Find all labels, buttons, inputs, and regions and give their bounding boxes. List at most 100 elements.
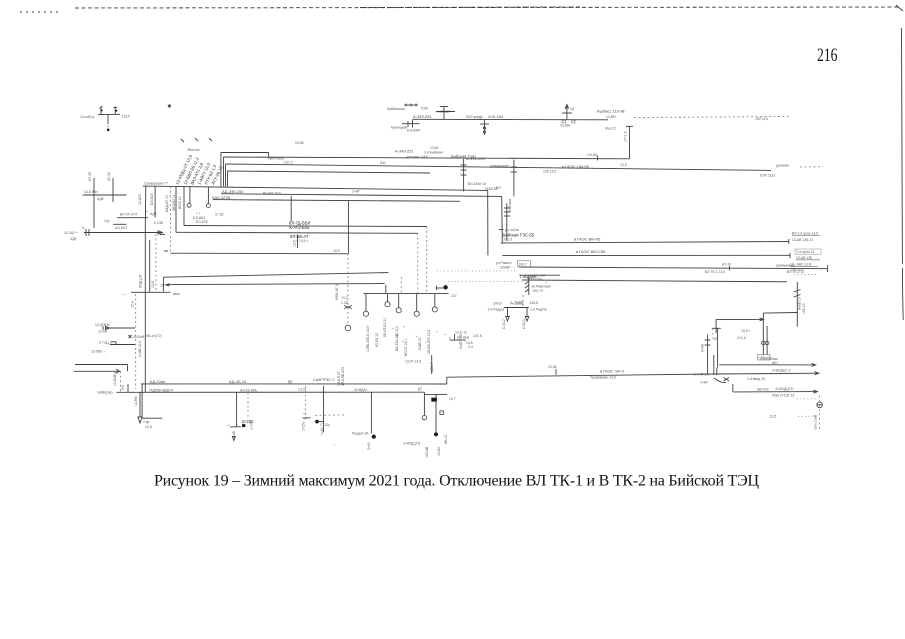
svg-text:+: + [402, 340, 404, 344]
svg-text:1×АТ: 1×АТ [700, 381, 708, 385]
svg-text:Бийская ГЭС-55: Бийская ГЭС-55 [503, 233, 535, 238]
svg-text:СибГРЭС: СибГРЭС [459, 333, 463, 349]
svg-text:А-БВ 13: А-БВ 13 [798, 297, 802, 310]
svg-text:Салаирская 77: Салаирская 77 [144, 181, 168, 185]
svg-text:ДБ: ДБ [288, 380, 293, 384]
svg-text:202-рад1: 202-рад1 [466, 114, 484, 119]
svg-text:12-958 →: 12-958 → [91, 350, 106, 354]
svg-text:1-я Бийская: 1-я Бийская [424, 151, 443, 155]
svg-text:8,9-АБ2: 8,9-АБ2 [193, 216, 205, 220]
svg-text:Рисунок 19 – Зимний максимум 2: Рисунок 19 – Зимний максимум 2021 года. … [154, 473, 759, 490]
svg-text:1,35: 1,35 [341, 301, 348, 305]
svg-text:1А-БЛ-2Т: 1А-БЛ-2Т [337, 371, 341, 386]
svg-text:135 13,5: 135 13,5 [790, 268, 803, 272]
svg-text:12-АБ: 12-АБ [98, 330, 108, 334]
svg-text:220кВт →: 220кВт → [500, 266, 515, 270]
svg-text:2R: 2R [160, 284, 165, 288]
svg-text:НБМ-АТ-3: НБМ-АТ-3 [335, 284, 339, 300]
svg-text:в ГАЭС ВМ-95: в ГАЭС ВМ-95 [574, 237, 601, 242]
svg-text:4Л-БЛВ-АТ5: 4Л-БЛВ-АТ5 [341, 367, 345, 386]
svg-text:сеть 10кВ: сеть 10кВ [814, 414, 818, 430]
svg-text:Мш.С2: Мш.С2 [605, 127, 616, 131]
svg-text:2 ТЭЦ 2: 2 ТЭЦ 2 [99, 341, 112, 345]
svg-text:А-351-253: А-351-253 [466, 156, 485, 161]
svg-text:АВ-12: АВ-12 [444, 434, 448, 444]
svg-text:АТ-3У: АТ-3У [722, 263, 732, 267]
svg-text:ТЭЦ-дсп: ТЭЦ-дсп [520, 274, 537, 279]
svg-text:БЛ-В25: БЛ-В25 [150, 193, 154, 205]
svg-text:13,7: 13,7 [449, 397, 456, 401]
svg-text:в ГАЭС ОМ-95: в ГАЭС ОМ-95 [562, 164, 590, 169]
svg-text:13,5: 13,5 [333, 249, 340, 253]
svg-text:ДТ: ДТ [418, 387, 422, 391]
svg-text:БАБ-АТ26: БАБ-АТ26 [212, 195, 231, 200]
svg-text:ВЛ-Б 12: ВЛ-Б 12 [178, 196, 182, 209]
svg-text:ГЭС-11: ГЭС-11 [759, 356, 770, 360]
svg-text:Б-ЮЗАР: Б-ЮЗАР [407, 129, 421, 133]
svg-text:АТ-32: АТ-32 [107, 172, 111, 181]
svg-text:СТ12у: СТ12у [320, 423, 330, 427]
svg-text:→×: →× [224, 424, 229, 428]
svg-text:БАД-АТ 13: БАД-АТ 13 [165, 195, 169, 212]
svg-text:±: ± [449, 336, 451, 340]
svg-text:0,4: 0,4 [468, 345, 473, 349]
svg-text:АВ-БЛ2 11: АВ-БЛ2 11 [172, 194, 176, 211]
svg-text:размыкание: размыкание [776, 264, 795, 268]
svg-text:АДБ: АДБ [150, 212, 158, 216]
svg-text:13,98: 13,98 [295, 141, 304, 145]
svg-text:АЛ-29-24А: АЛ-29-24А [240, 388, 257, 392]
svg-text:ВЛ ТК-2 13: ВЛ ТК-2 13 [787, 270, 804, 274]
svg-text:ЧДК: ЧДК [70, 237, 77, 241]
svg-text:2×АТ: 2×АТ [352, 189, 360, 193]
svg-text:ВН-ВЛ 13,6: ВН-ВЛ 13,6 [263, 192, 281, 196]
svg-text:2×40: 2×40 [367, 442, 371, 450]
svg-text:Ч.: Ч. [82, 226, 85, 230]
svg-text:2×АОДЦТН: 2×АОДЦТН [776, 387, 794, 391]
svg-text:123,5: 123,5 [122, 114, 131, 118]
svg-text:13,5 −8: 13,5 −8 [455, 331, 467, 335]
svg-text:+ .: + . [303, 412, 307, 416]
svg-text:.: . [546, 286, 547, 290]
svg-text:Х-АТ2-Б25: Х-АТ2-Б25 [289, 225, 310, 230]
svg-text:в ГАЭС ЭН-3: в ГАЭС ЭН-3 [600, 369, 625, 374]
svg-text:3-13-П2А: 3-13-П2А [528, 278, 543, 282]
svg-text:размыкание: размыкание [490, 164, 509, 168]
svg-text:ВА-ТБ2-АЛ 13,2: ВА-ТБ2-АЛ 13,2 [395, 326, 399, 351]
svg-text:А-349-251: А-349-251 [395, 149, 414, 154]
svg-text:ПБВ 2×135-13: ПБВ 2×135-13 [772, 394, 794, 398]
svg-text:А-ОК: А-ОК [701, 344, 705, 352]
svg-text:2×250: 2×250 [242, 419, 254, 424]
svg-text:+: + [444, 333, 446, 337]
svg-text:125-АВ: 125-АВ [425, 446, 429, 458]
svg-text:Трофимово 13,6: Трофимово 13,6 [590, 376, 616, 380]
svg-text:17×1,5: 17×1,5 [624, 131, 628, 142]
svg-text:13,9м+: 13,9м+ [560, 124, 571, 128]
svg-text:ЮК-: ЮК- [380, 161, 387, 165]
svg-text:128,8: 128,8 [530, 301, 539, 305]
svg-text:12×обл-у: 12×обл-у [80, 115, 95, 119]
svg-text:+.: +. [545, 281, 548, 285]
svg-text:АТ-Б2 12: АТ-Б2 12 [375, 333, 379, 347]
svg-text:9Л-БВ-АТ: 9Л-БВ-АТ [290, 234, 309, 239]
svg-text:АВ-П4х: АВ-П4х [757, 388, 769, 392]
svg-text:АД-40-24: АД-40-24 [229, 379, 247, 384]
svg-text:: :: : : [333, 443, 336, 447]
svg-text:ВЛ: ВЛ [496, 186, 500, 190]
svg-text:Кузнецкая: Кузнецкая [391, 126, 407, 130]
svg-text:8Л-7Д-БВЛ: 8Л-7Д-БВЛ [289, 221, 311, 226]
svg-text:Раздол-2А: Раздол-2А [352, 432, 369, 436]
svg-text:ТМ: ТМ [712, 337, 717, 341]
svg-text:ВЛ-АТан 13: ВЛ-АТан 13 [468, 182, 486, 186]
svg-text:ЛЭП-150км: ЛЭП-150км [760, 357, 778, 361]
svg-text:+: + [392, 327, 394, 331]
svg-text:12-й Зап: 12-й Зап [84, 190, 98, 194]
svg-text:+ 13,5 +: + 13,5 + [296, 239, 308, 243]
svg-text:12-НВ: 12-НВ [134, 396, 138, 406]
svg-text:12ЛБ-АТ2-Б 13,5: 12ЛБ-АТ2-Б 13,5 [366, 326, 370, 352]
svg-text:дальняя: дальняя [532, 274, 545, 278]
svg-text:АД-22км: АД-22км [149, 379, 165, 384]
svg-text:НБ-сб(Т2): НБ-сб(Т2) [146, 334, 162, 338]
svg-text:+ +: + + [196, 212, 201, 216]
svg-text:12-342 +: 12-342 + [64, 231, 77, 235]
svg-text:2×1,6: 2×1,6 [737, 336, 746, 340]
